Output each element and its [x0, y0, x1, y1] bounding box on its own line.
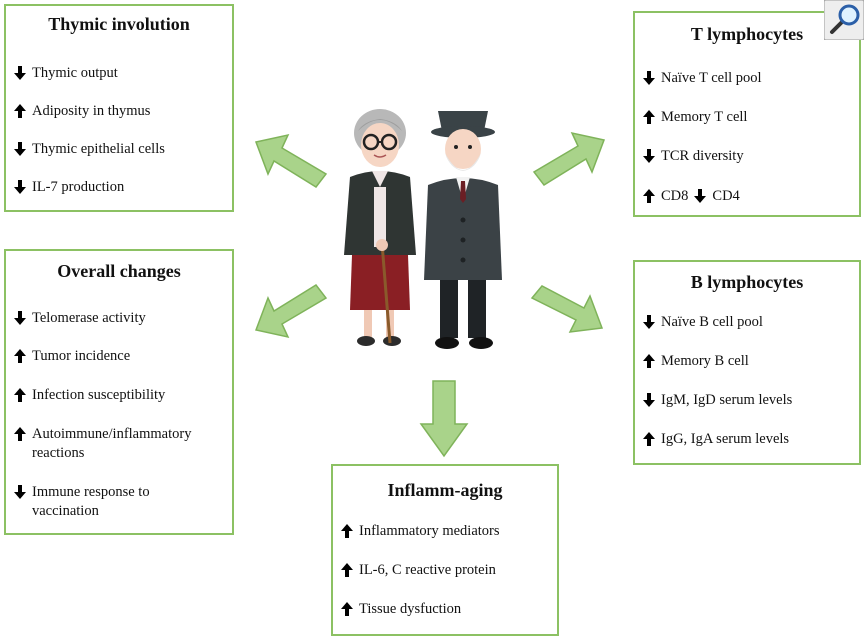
list-item-text: IgM, IgD serum levels: [661, 392, 793, 408]
down-arrow-icon: [694, 189, 706, 203]
up-arrow-icon: [14, 388, 26, 402]
down-arrow-icon: [643, 71, 655, 85]
list-item-text: Naïve B cell pool: [661, 314, 763, 330]
arrow-to-thymic-icon: [254, 133, 328, 188]
list-item-text: Immune response to vaccination: [32, 484, 150, 519]
list-item-text: Infection susceptibility: [32, 387, 166, 403]
list-item: Adiposity in thymus: [14, 102, 150, 121]
list-item-text: Thymic output: [32, 65, 118, 81]
list-item-text: Memory T cell: [661, 109, 748, 125]
list-item: Immune response to vaccination: [14, 483, 150, 521]
list-item-text: Tumor incidence: [32, 348, 131, 364]
list-item: TCR diversity: [643, 147, 744, 166]
up-arrow-icon: [14, 349, 26, 363]
up-arrow-icon: [14, 427, 26, 441]
up-arrow-icon: [643, 432, 655, 446]
arrow-to-t-lymphocytes-icon: [532, 131, 606, 186]
list-item: Infection susceptibility: [14, 386, 165, 405]
list-item: Naïve T cell pool: [643, 69, 762, 88]
up-arrow-icon: [14, 104, 26, 118]
inflamm-aging-title: Inflamm-aging: [387, 480, 503, 500]
list-item-text: IL-7 production: [32, 179, 125, 195]
list-item-text: Telomerase activity: [32, 310, 146, 326]
list-item: Inflammatory mediators: [341, 522, 500, 541]
list-item: Autoimmune/inflammatory reactions: [14, 425, 191, 463]
overall-changes-title: Overall changes: [57, 261, 181, 281]
down-arrow-icon: [14, 311, 26, 325]
list-item-text: IgG, IgA serum levels: [661, 431, 790, 447]
list-item-text: TCR diversity: [661, 148, 744, 164]
down-arrow-icon: [14, 180, 26, 194]
list-item-text: IL-6, C reactive protein: [359, 562, 496, 578]
down-arrow-icon: [643, 149, 655, 163]
down-arrow-icon: [643, 393, 655, 407]
list-item: IgG, IgA serum levels: [643, 430, 789, 449]
elderly-couple-illustration: [344, 109, 502, 349]
list-item: Naïve B cell pool: [643, 313, 763, 332]
list-item: IL-7 production: [14, 178, 124, 197]
list-item-text: Autoimmune/inflammatory reactions: [32, 426, 192, 461]
up-arrow-icon: [341, 563, 353, 577]
up-arrow-icon: [341, 602, 353, 616]
up-arrow-icon: [643, 189, 655, 203]
list-item: Tissue dysfuction: [341, 600, 461, 619]
list-item: Telomerase activity: [14, 309, 146, 328]
list-item-text: CD4: [712, 188, 740, 204]
list-item-text: Tissue dysfuction: [359, 601, 462, 617]
list-item-text: Thymic epithelial cells: [32, 141, 165, 157]
thymic-involution-title: Thymic involution: [48, 14, 190, 34]
list-item: Memory B cell: [643, 352, 749, 371]
list-item-text: Inflammatory mediators: [359, 523, 500, 539]
list-item-text: Naïve T cell pool: [661, 70, 762, 86]
b-lymphocytes-title: B lymphocytes: [690, 272, 804, 292]
up-arrow-icon: [643, 110, 655, 124]
arrow-to-b-lymphocytes-icon: [530, 285, 604, 333]
list-item: Tumor incidence: [14, 347, 130, 366]
elderly-woman-figure: [344, 109, 416, 346]
magnifier-icon[interactable]: [824, 0, 864, 40]
up-arrow-icon: [643, 354, 655, 368]
list-item: IL-6, C reactive protein: [341, 561, 496, 580]
down-arrow-icon: [643, 315, 655, 329]
down-arrow-icon: [14, 66, 26, 80]
list-item: Thymic output: [14, 64, 118, 83]
list-item-text: CD8: [661, 188, 689, 204]
elderly-man-figure: [424, 111, 502, 349]
list-item: Thymic epithelial cells: [14, 140, 165, 159]
list-item: IgM, IgD serum levels: [643, 391, 792, 410]
down-arrow-icon: [14, 485, 26, 499]
down-arrow-icon: [14, 142, 26, 156]
up-arrow-icon: [341, 524, 353, 538]
list-item-text: Adiposity in thymus: [32, 103, 151, 119]
list-item: Memory T cell: [643, 108, 747, 127]
list-item: CD8 CD4: [643, 187, 740, 206]
list-item-text: Memory B cell: [661, 353, 749, 369]
t-lymphocytes-title: T lymphocytes: [690, 24, 804, 44]
arrow-to-overall-icon: [254, 284, 328, 339]
arrow-to-inflamm-aging-icon: [419, 380, 469, 458]
